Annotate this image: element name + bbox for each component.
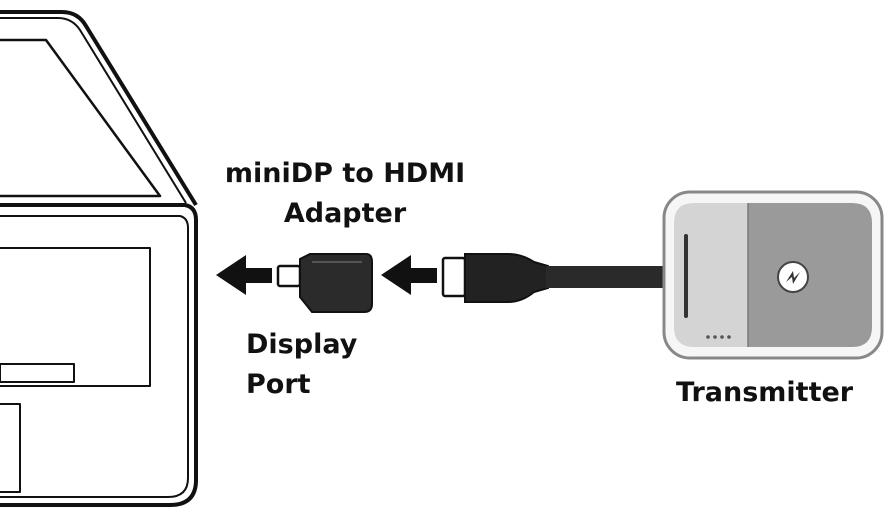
laptop-screen-inner-edge — [0, 17, 187, 204]
display-port-label-line2: Port — [246, 369, 311, 400]
hdmi-cable — [441, 253, 668, 303]
transmitter-indicator-dots — [706, 335, 731, 339]
display-port-label: Display Port — [246, 325, 357, 405]
adapter-body — [299, 253, 373, 313]
laptop-screen-bezel — [0, 38, 162, 198]
arrow-left-icon — [381, 255, 437, 295]
hdmi-cable-wire — [546, 266, 668, 288]
laptop-base-side — [0, 220, 198, 507]
laptop-keyboard-area — [0, 247, 151, 387]
laptop-bottom-panel — [0, 403, 21, 493]
adapter-label: miniDP to HDMI Adapter — [200, 154, 490, 234]
laptop-base-top-inner — [0, 215, 189, 229]
display-port-label-line1: Display — [246, 329, 358, 360]
laptop-screen-outline — [0, 10, 198, 207]
minidp-hdmi-adapter — [276, 253, 373, 313]
hdmi-plug-overmold — [464, 253, 549, 303]
brand-logo-icon — [777, 261, 809, 293]
laptop-base-side-inner — [0, 228, 189, 498]
transmitter-status-slit — [684, 234, 688, 318]
laptop — [0, 10, 198, 507]
laptop-base-top — [0, 203, 198, 221]
adapter-label-line1: miniDP to HDMI — [224, 158, 466, 189]
adapter-label-line2: Adapter — [283, 198, 407, 229]
transmitter-dark-half — [748, 203, 872, 347]
arrow-left-icon — [216, 255, 272, 295]
transmitter-label: Transmitter — [676, 377, 854, 408]
adapter-minidp-plug — [276, 264, 302, 288]
transmitter-light-half — [674, 203, 748, 347]
laptop-touch-strip — [0, 363, 75, 383]
transmitter-device — [662, 190, 884, 360]
hdmi-plug-shell — [441, 256, 467, 298]
